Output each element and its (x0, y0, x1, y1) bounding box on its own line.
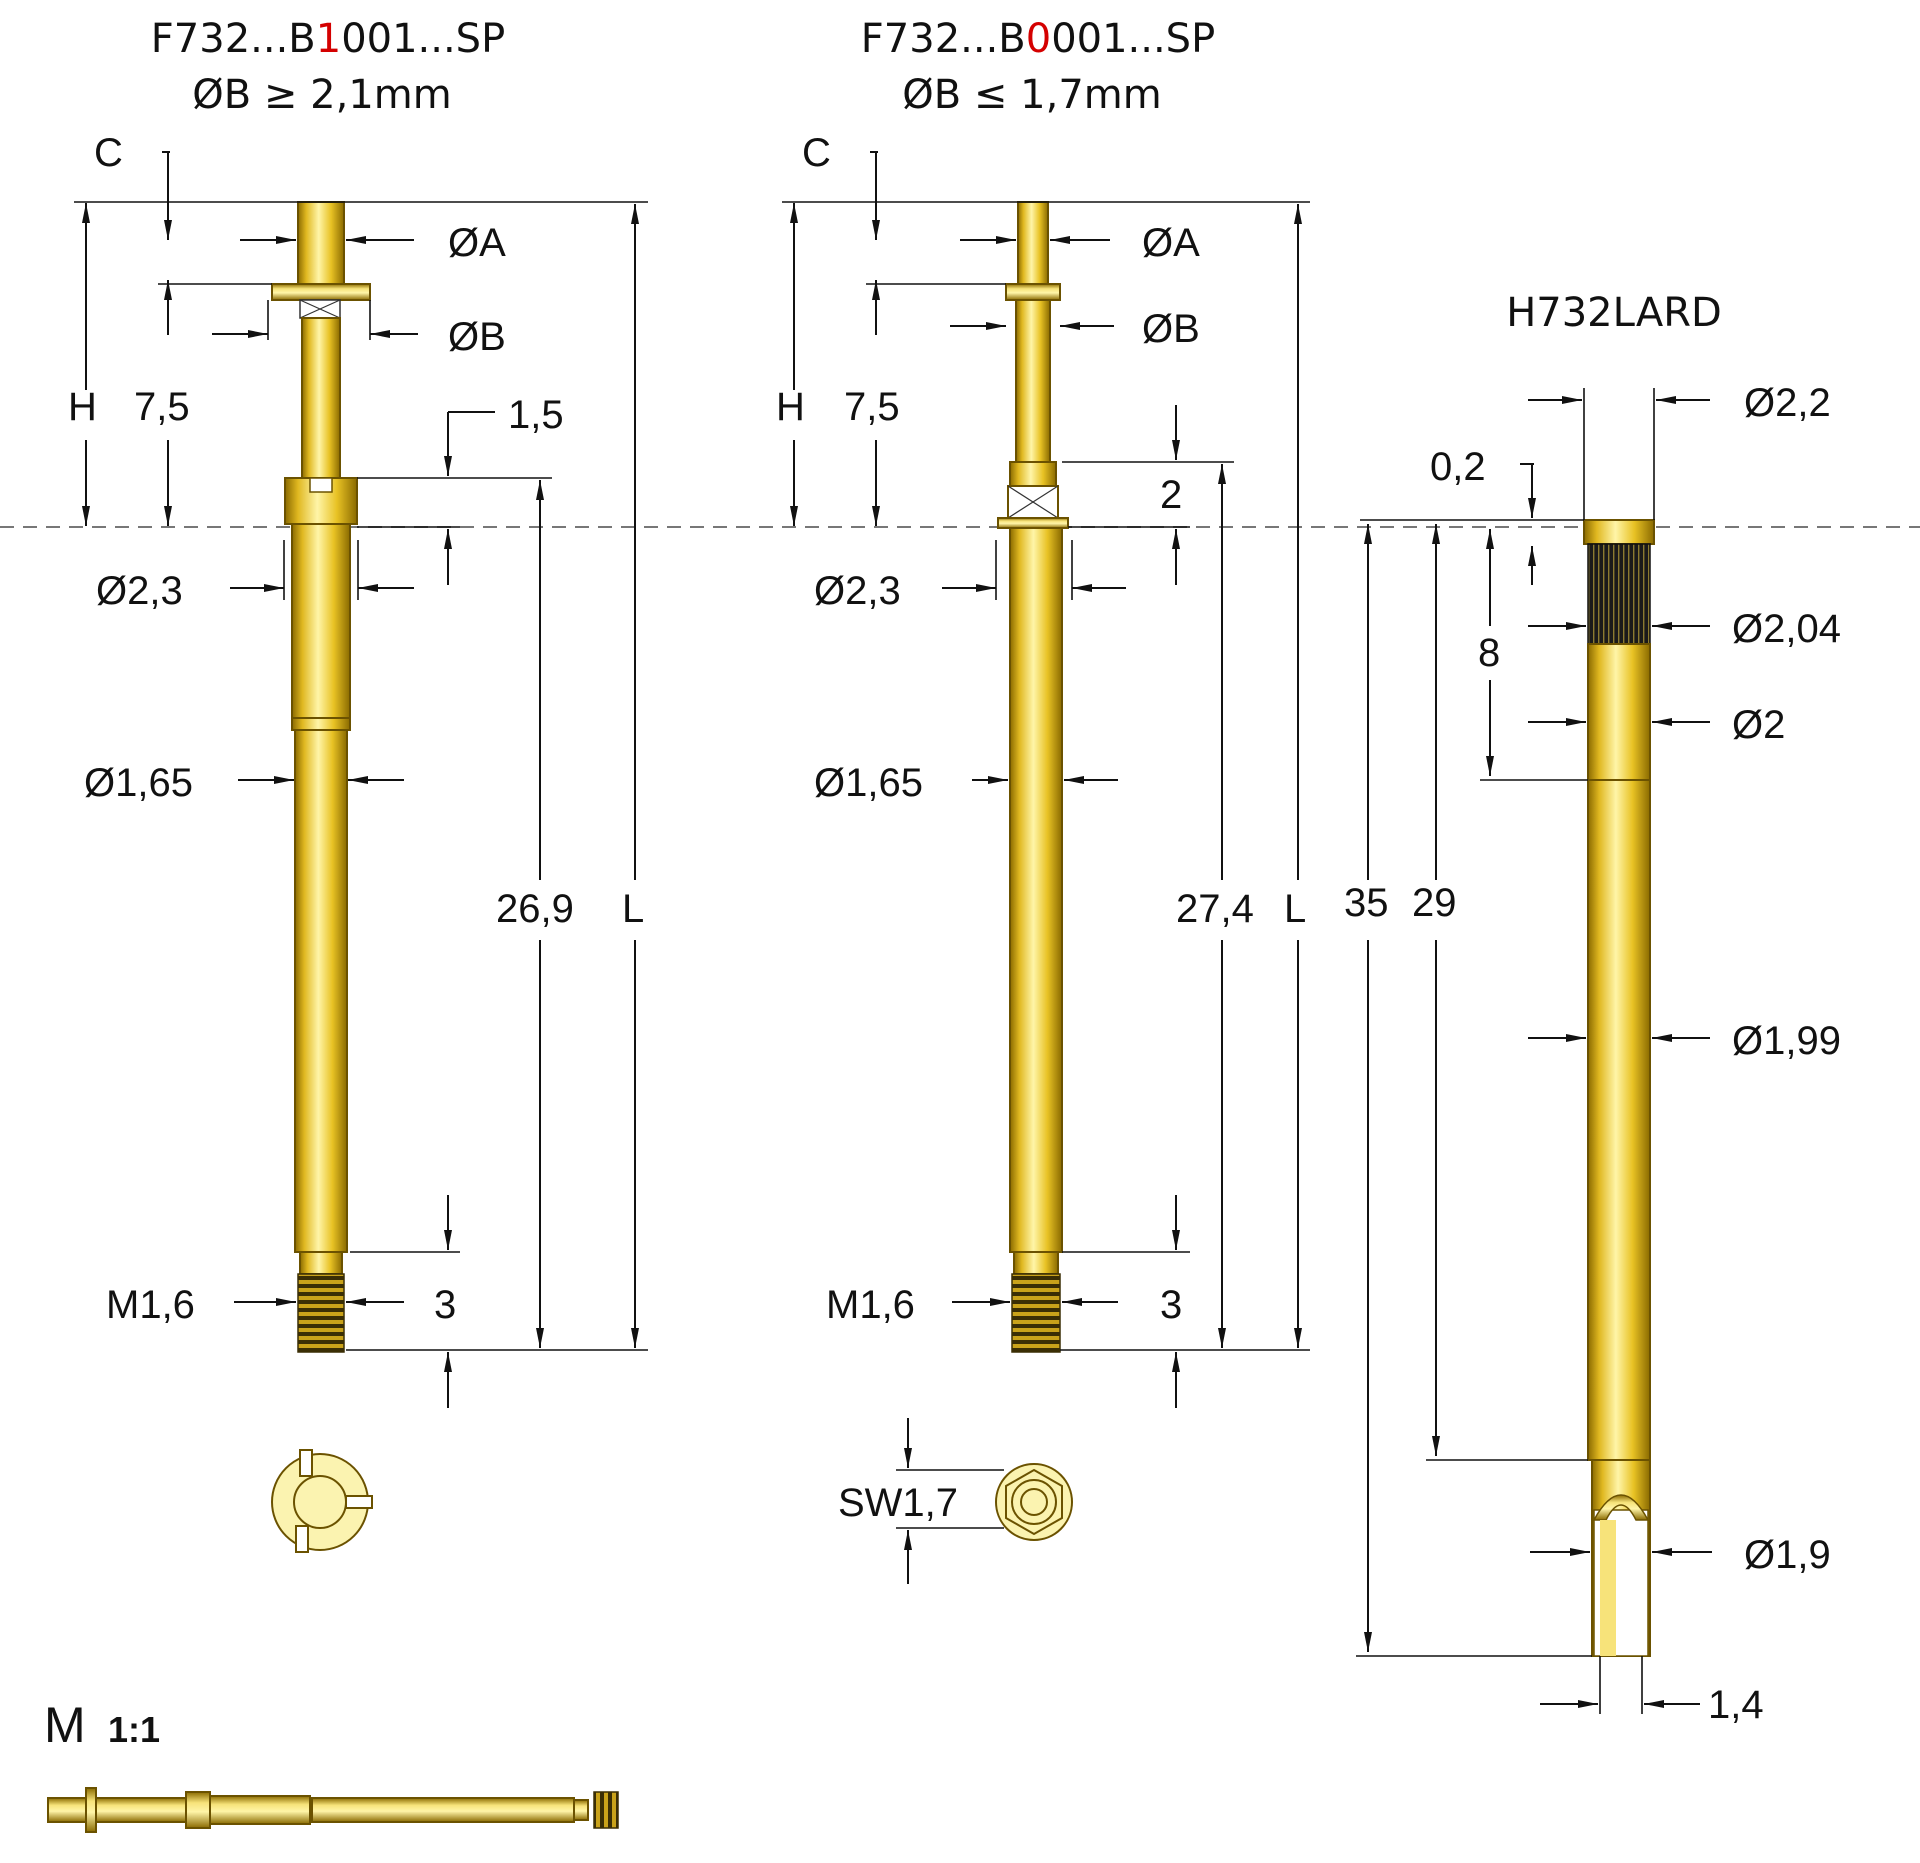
probe-1-title: F732...B1001...SP (151, 16, 505, 62)
probe-2-label-m1-6: M1,6 (826, 1283, 915, 1327)
probe-2-label-sw: SW1,7 (838, 1481, 958, 1525)
receptacle-dim-phi-2-2: Ø2,2 (1744, 381, 1831, 425)
probe-2-label-phi-a: ØA (1142, 221, 1200, 265)
receptacle-dim-phi-1-99: Ø1,99 (1732, 1019, 1841, 1063)
probe-2-label-l: L (1284, 887, 1306, 931)
probe-1-label-c: C (94, 131, 123, 175)
receptacle-dim-1-4: 1,4 (1708, 1683, 1764, 1727)
probe-1-label-h: H (68, 385, 97, 429)
probe-1-plunger-tip (297, 201, 345, 285)
probe-1-lower-barrel (294, 729, 348, 1253)
probe-2: F732...B0001...SP ØB ≤ 1,7mm (776, 16, 1310, 1584)
scale-label-m: M (44, 1697, 86, 1753)
scale-probe-drawing (47, 1787, 619, 1833)
probe-2-collar (1005, 283, 1061, 301)
probe-1-subtitle: ØB ≥ 2,1mm (192, 72, 451, 118)
probe-1-dim-7-5: 7,5 (134, 385, 190, 429)
probe-2-label-phi-b: ØB (1142, 307, 1200, 351)
receptacle-knurl (1587, 543, 1651, 645)
probe-1-upper-barrel (291, 523, 351, 723)
probe-1-top-view (271, 1449, 373, 1553)
receptacle-dim-0-2: 0,2 (1430, 445, 1486, 489)
probe-2-title: F732...B0001...SP (861, 16, 1215, 62)
receptacle-dim-8: 8 (1478, 631, 1500, 675)
scale-view: M 1:1 (44, 1697, 619, 1833)
receptacle-dim-35: 35 (1344, 881, 1389, 925)
receptacle-dim-phi-2-04: Ø2,04 (1732, 607, 1841, 651)
probe-1-dim-phi-1-65: Ø1,65 (84, 761, 193, 805)
probe-2-dim-phi-2-3: Ø2,3 (814, 569, 901, 613)
probe-1-collar (271, 283, 371, 301)
probe-1-thread (297, 1273, 345, 1353)
probe-2-dim-27-4: 27,4 (1176, 887, 1254, 931)
probe-2-thread (1011, 1273, 1061, 1353)
probe-1-label-m1-6: M1,6 (106, 1283, 195, 1327)
probe-2-dim-2: 2 (1160, 473, 1182, 517)
probe-1-dim-3: 3 (434, 1283, 456, 1327)
scale-label-ratio: 1:1 (108, 1709, 160, 1750)
probe-2-plunger-shaft (1015, 299, 1051, 463)
probe-2-dim-phi-1-65: Ø1,65 (814, 761, 923, 805)
receptacle-body (1587, 779, 1651, 1461)
probe-1: F732...B1001...SP ØB ≥ 2,1mm (68, 16, 648, 1553)
probe-1-label-phi-a: ØA (448, 221, 506, 265)
receptacle-upper-body (1587, 643, 1651, 781)
probe-2-top-view (995, 1463, 1073, 1541)
probe-1-label-l: L (622, 887, 644, 931)
probe-1-plunger-shaft (301, 317, 341, 479)
receptacle-dim-phi-2: Ø2 (1732, 703, 1785, 747)
receptacle-dim-phi-1-9: Ø1,9 (1744, 1533, 1831, 1577)
probe-1-dim-26-9: 26,9 (496, 887, 574, 931)
probe-2-label-h: H (776, 385, 805, 429)
probe-1-dim-1-5: 1,5 (508, 393, 564, 437)
receptacle: H732LARD (1344, 290, 1841, 1727)
probe-2-subtitle: ØB ≤ 1,7mm (902, 72, 1161, 118)
receptacle-flange (1583, 519, 1655, 545)
probe-1-label-phi-b: ØB (448, 315, 506, 359)
probe-2-barrel (1009, 527, 1063, 1253)
probe-2-dim-3: 3 (1160, 1283, 1182, 1327)
probe-2-plunger-tip (1017, 201, 1049, 285)
probe-2-label-c: C (802, 131, 831, 175)
receptacle-dim-29: 29 (1412, 881, 1457, 925)
probe-2-dim-7-5: 7,5 (844, 385, 900, 429)
receptacle-title: H732LARD (1506, 290, 1722, 336)
probe-1-dim-phi-2-3: Ø2,3 (96, 569, 183, 613)
